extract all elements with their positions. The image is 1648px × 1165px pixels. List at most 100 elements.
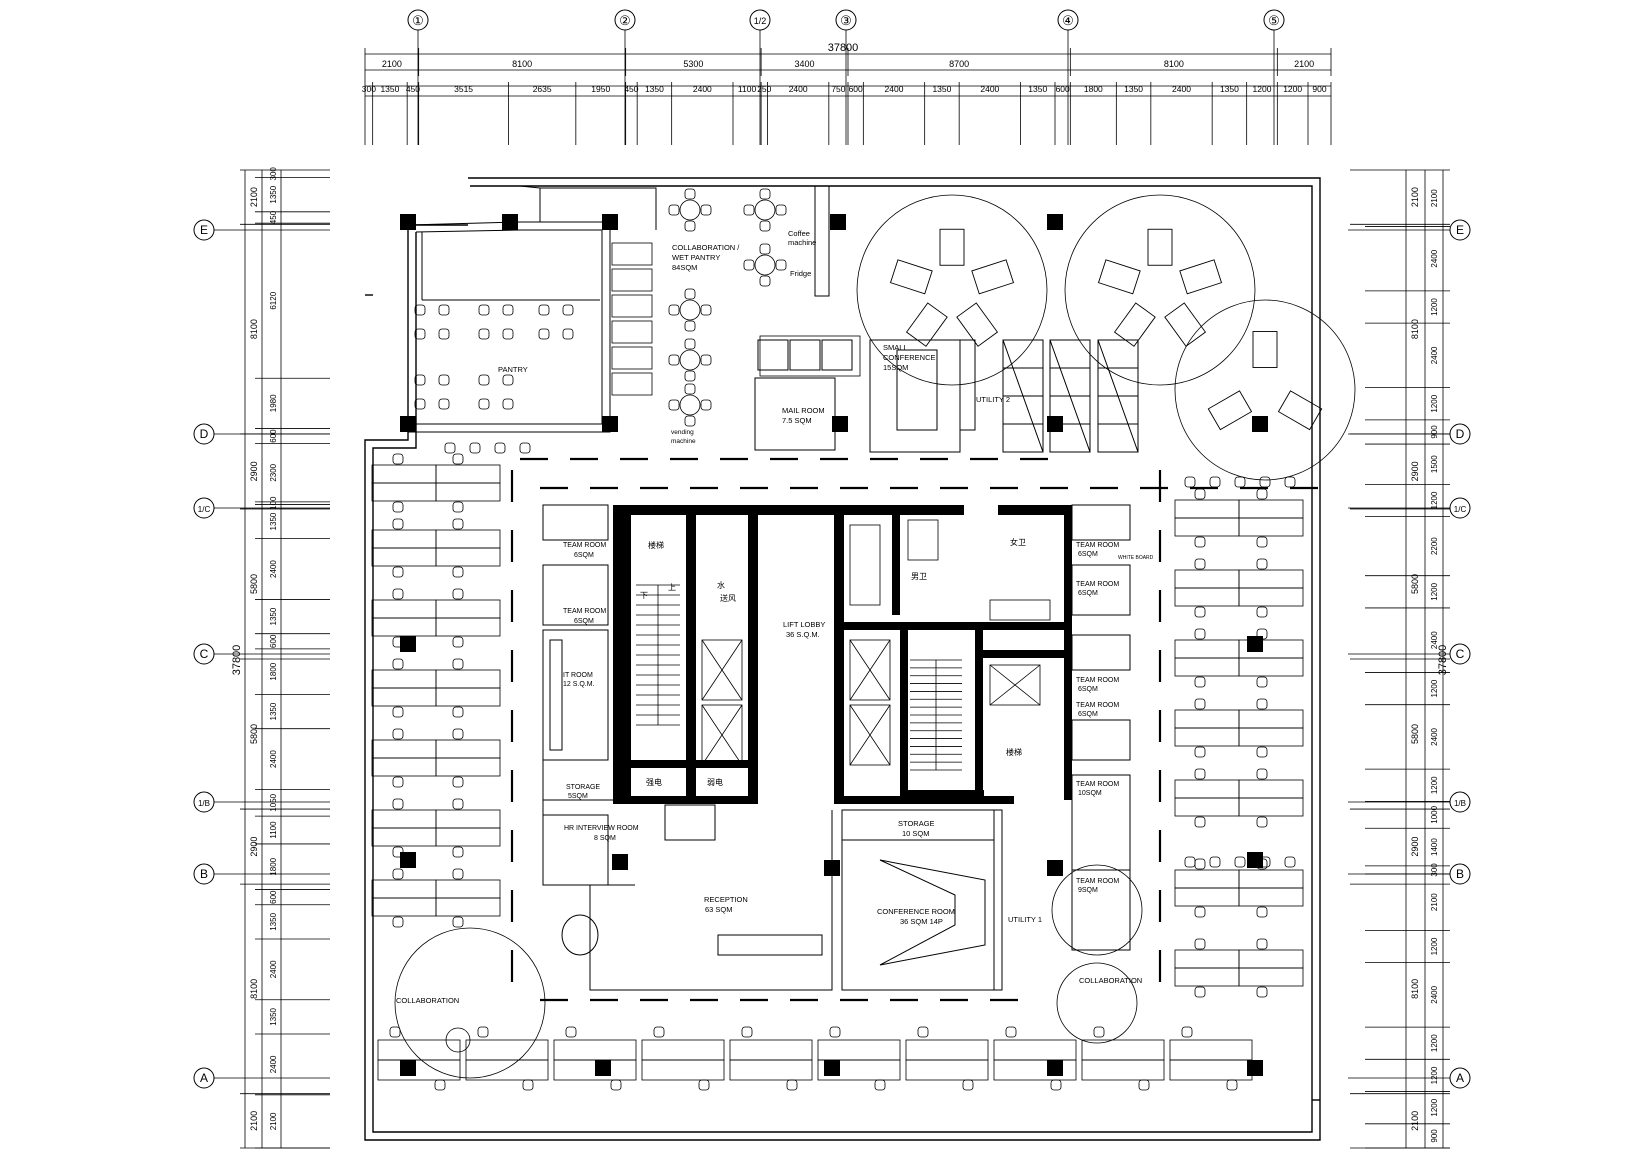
- table: [679, 349, 701, 371]
- chair: [392, 588, 404, 600]
- v-sub-dim: 600: [269, 890, 278, 904]
- column: [1247, 852, 1263, 868]
- chair: [392, 728, 404, 740]
- desk: [1238, 587, 1304, 607]
- label-team-r2-1: TEAM ROOM: [1076, 581, 1119, 588]
- label-team-r4-1: TEAM ROOM: [1076, 702, 1119, 709]
- top-sub-dim: 2400: [980, 84, 999, 94]
- label-core-elec: 强电: [646, 777, 662, 787]
- label-collab-pantry-3: 84SQM: [672, 263, 697, 272]
- v-sub-dim: 1350: [269, 607, 278, 625]
- chair: [562, 304, 574, 316]
- top-sub-dim: 2400: [693, 84, 712, 94]
- v-sub-dim: 1980: [269, 394, 278, 412]
- chair: [452, 868, 464, 880]
- column: [824, 1060, 840, 1076]
- chair: [684, 383, 696, 395]
- v-sub-dim: 600: [269, 634, 278, 648]
- v-sub-dim: 1200: [1430, 298, 1439, 316]
- pod-desk: [1207, 390, 1253, 431]
- v-sub-dim: 1000: [1430, 805, 1439, 823]
- v-main-dim: 2900: [249, 837, 259, 857]
- label-team-r1-1: TEAM ROOM: [1076, 542, 1119, 549]
- grid-col-2: ②: [614, 9, 636, 145]
- grid-col-5: ⑤: [1263, 9, 1285, 145]
- chair: [562, 328, 574, 340]
- chair: [741, 1026, 753, 1038]
- v-sub-dim: 1350: [269, 1007, 278, 1025]
- chair: [444, 442, 456, 454]
- chair: [1050, 1079, 1062, 1091]
- pod-desk: [971, 259, 1015, 295]
- pod-desk: [889, 259, 933, 295]
- bench-seat: [611, 320, 653, 344]
- v-main-dim: 5800: [249, 724, 259, 744]
- table: [679, 199, 701, 221]
- column: [400, 416, 416, 432]
- column: [1047, 214, 1063, 230]
- grid-row-label: D: [1456, 427, 1465, 441]
- label-team-r5-1: TEAM ROOM: [1076, 781, 1119, 788]
- desk: [1081, 1059, 1165, 1081]
- column: [830, 214, 846, 230]
- chair: [1256, 746, 1268, 758]
- chair: [392, 706, 404, 718]
- chair: [392, 776, 404, 788]
- bench-seat: [611, 242, 653, 266]
- label-storage-left-2: 5SQM: [568, 793, 588, 800]
- v-main-dim: 8100: [1410, 979, 1420, 999]
- top-sub-dim: 2635: [533, 84, 552, 94]
- label-small-conf-1: SMALL: [883, 343, 908, 352]
- chair: [1284, 856, 1296, 868]
- column: [400, 1060, 416, 1076]
- desk: [435, 827, 501, 847]
- column: [502, 214, 518, 230]
- top-sub-dim: 2400: [885, 84, 904, 94]
- v-sub-dim: 2400: [1430, 631, 1439, 649]
- right-total-dim: 37800: [1437, 645, 1449, 676]
- top-sub-dim: 2400: [1172, 84, 1191, 94]
- grid-col-label: 1/2: [754, 16, 767, 26]
- v-sub-dim: 1200: [1430, 937, 1439, 955]
- v-main-dim: 5800: [249, 574, 259, 594]
- chair: [478, 328, 490, 340]
- left-sub-dims: 3001350450612019806002300100135024001350…: [269, 167, 278, 1131]
- desk: [435, 482, 501, 502]
- v-sub-dim: 2400: [1430, 727, 1439, 745]
- chair: [653, 1026, 665, 1038]
- chair: [452, 798, 464, 810]
- chair: [668, 204, 680, 216]
- label-collab-right: COLLABORATION: [1079, 976, 1142, 985]
- desk: [993, 1059, 1077, 1081]
- label-storage-mid-2: 10 SQM: [902, 829, 930, 838]
- chair: [1194, 986, 1206, 998]
- chair: [469, 442, 481, 454]
- chairs: [389, 188, 1296, 1091]
- v-sub-dim: 300: [1430, 863, 1439, 877]
- pod-desk: [939, 228, 965, 266]
- chair: [1256, 768, 1268, 780]
- v-main-dim: 5800: [1410, 724, 1420, 744]
- chair: [684, 220, 696, 232]
- desk: [905, 1059, 989, 1081]
- chair: [759, 220, 771, 232]
- top-sub-dim: 900: [1312, 84, 1326, 94]
- v-main-dim: 2900: [1410, 461, 1420, 481]
- bench-seat: [611, 346, 653, 370]
- v-sub-dim: 1350: [269, 702, 278, 720]
- chair: [700, 304, 712, 316]
- column: [602, 214, 618, 230]
- pod-desk: [1179, 259, 1223, 295]
- chair: [1256, 938, 1268, 950]
- label-lift-lobby-2: 36 S.Q.M.: [786, 630, 820, 639]
- chair: [452, 566, 464, 578]
- grid-col-4: ④: [1057, 9, 1079, 145]
- chair: [414, 398, 426, 410]
- label-core-wc-f: 女卫: [1010, 537, 1026, 547]
- chair: [1194, 816, 1206, 828]
- desk: [1238, 967, 1304, 987]
- chair: [698, 1079, 710, 1091]
